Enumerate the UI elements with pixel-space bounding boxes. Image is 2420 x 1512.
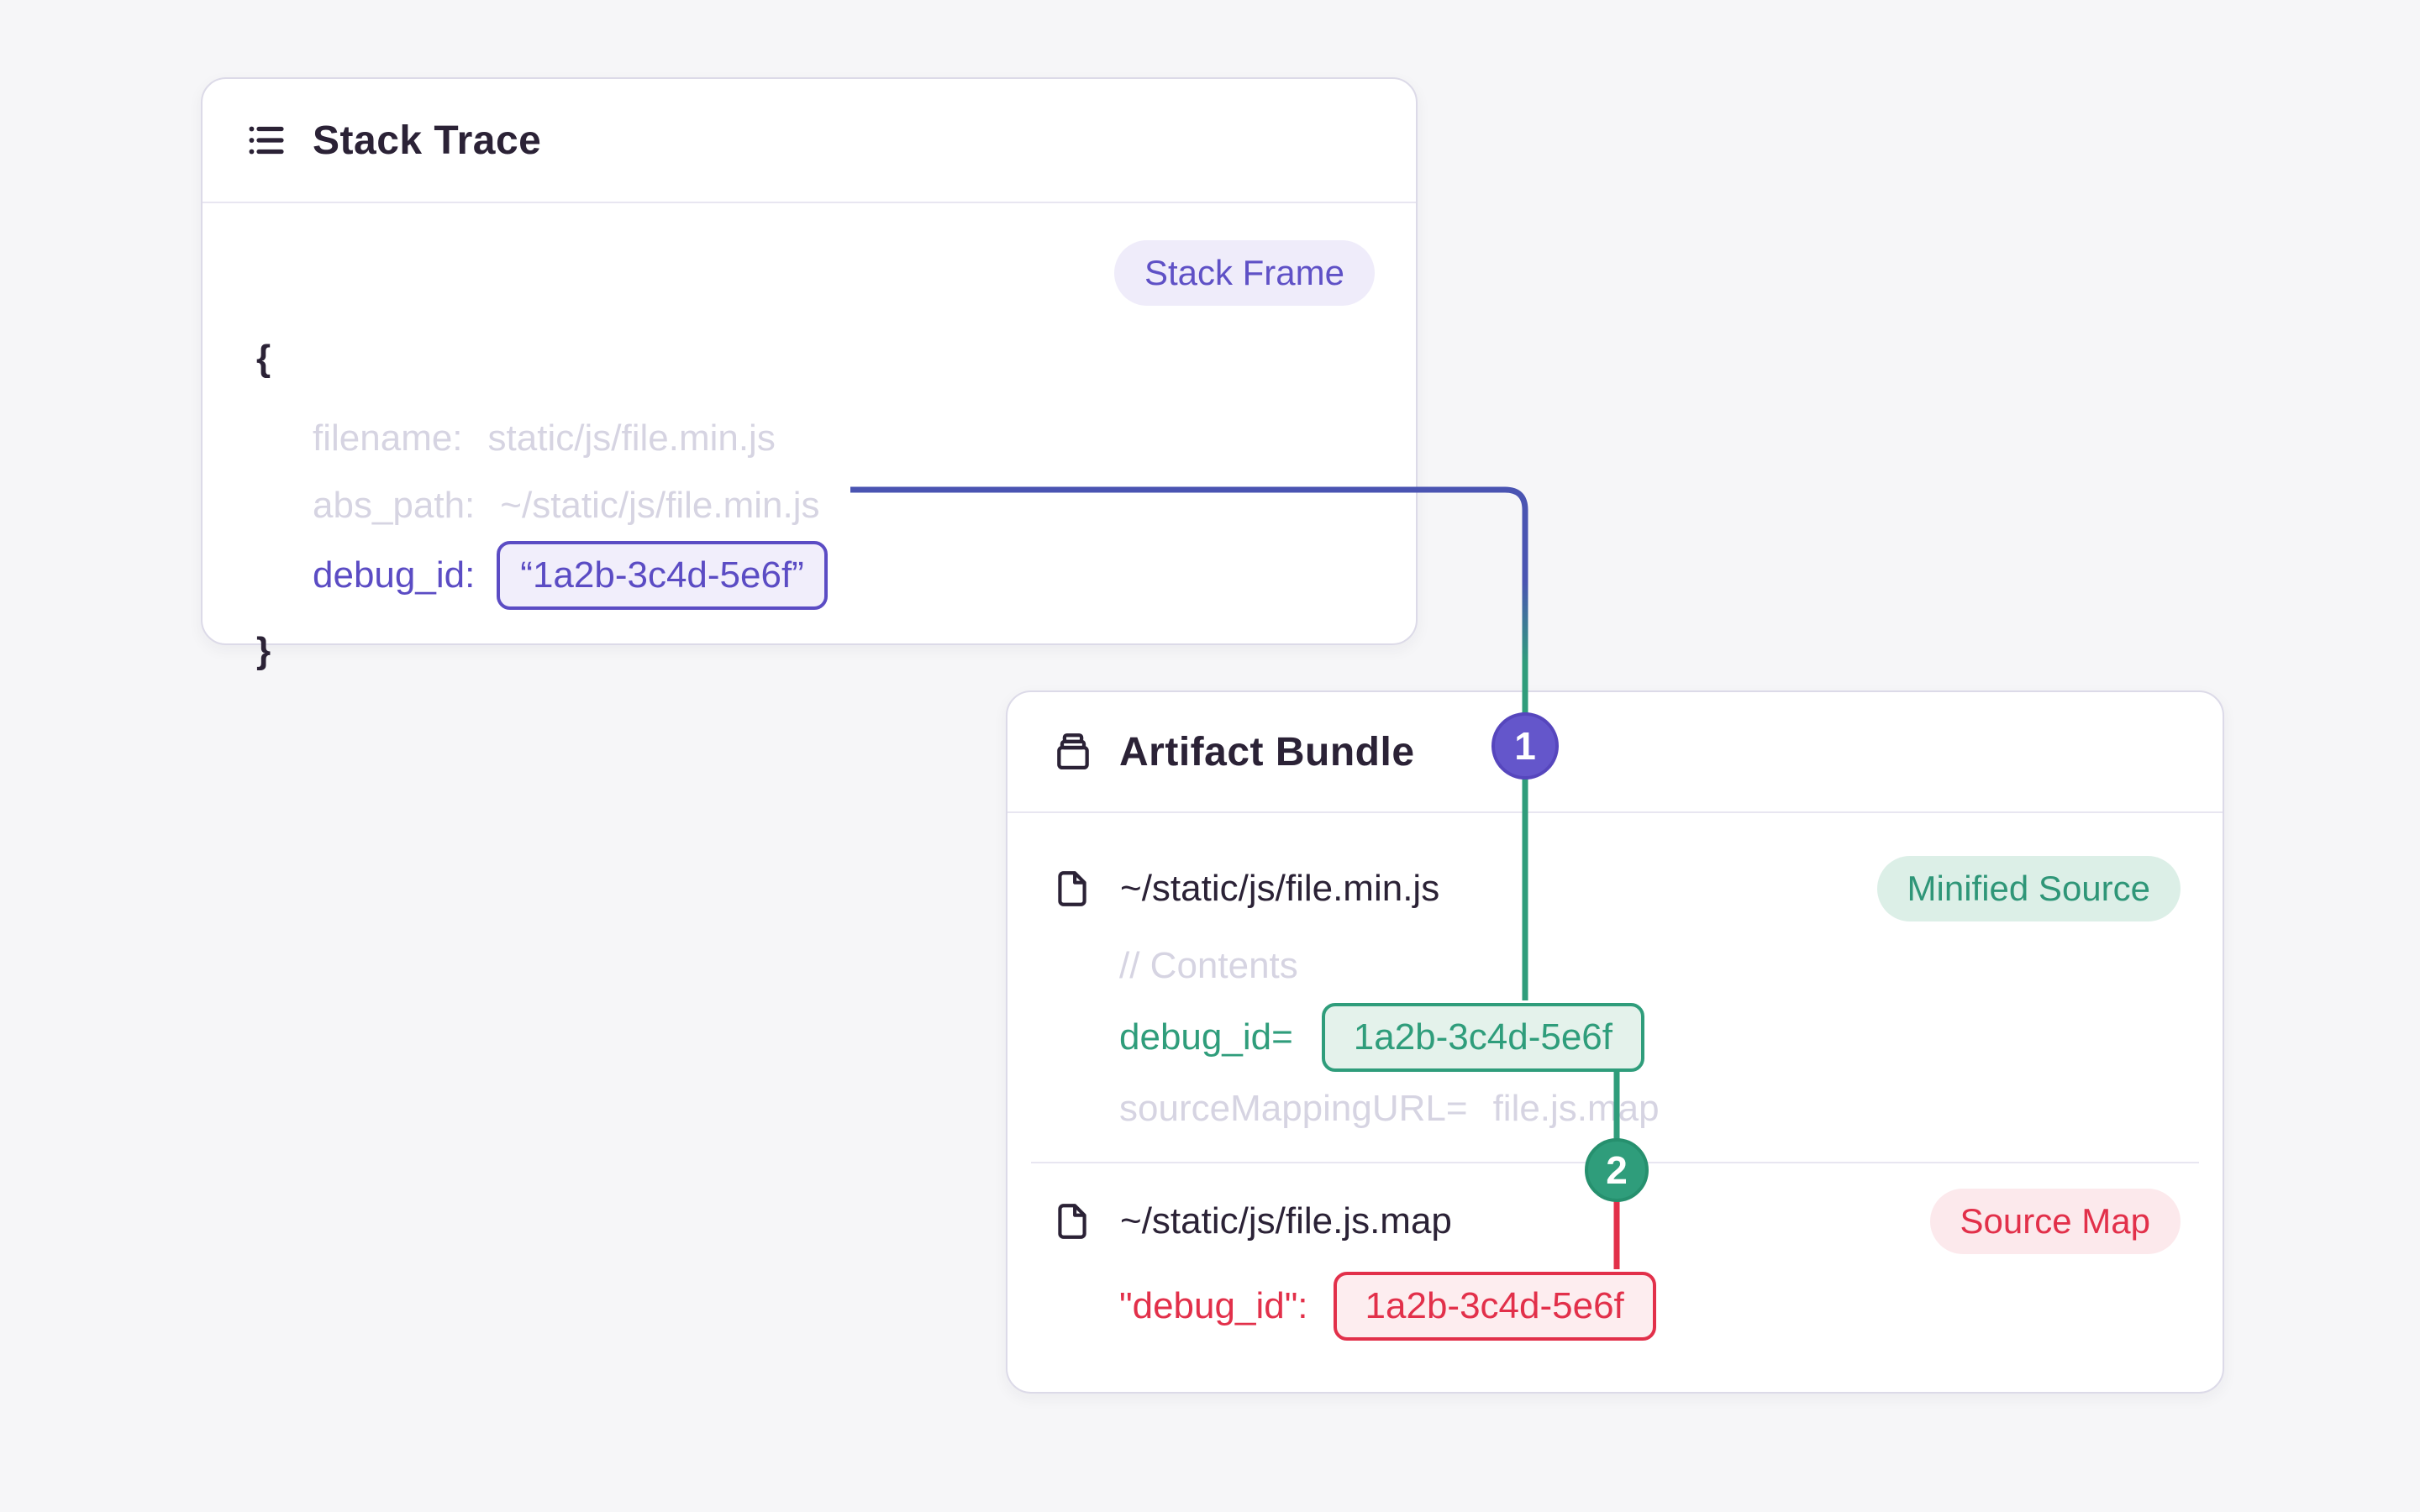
- file-icon: [1051, 868, 1093, 910]
- abs-path-value: ~/static/js/file.min.js: [500, 485, 820, 526]
- filename-line: filename: static/js/file.min.js: [313, 417, 776, 460]
- step-1-marker: 1: [1491, 712, 1559, 780]
- stack-trace-title: Stack Trace: [313, 118, 542, 163]
- filename-key: filename:: [313, 417, 463, 459]
- sourcemap-debug-id-line: "debug_id": 1a2b-3c4d-5e6f: [1119, 1272, 1656, 1341]
- minified-file-row: ~/static/js/file.min.js: [1051, 864, 1439, 914]
- bundle-debug-id-line: debug_id= 1a2b-3c4d-5e6f: [1119, 1003, 1645, 1072]
- debug-id-line: debug_id: “1a2b-3c4d-5e6f”: [313, 457, 828, 694]
- stack-trace-card: Stack Trace { Stack Frame filename: stat…: [201, 77, 1418, 671]
- archive-icon: [1050, 729, 1096, 774]
- sourcemap-file-row: ~/static/js/file.js.map: [1051, 1196, 1452, 1247]
- sourcemap-debug-id-key: "debug_id":: [1119, 1285, 1308, 1326]
- stack-frame-badge: Stack Frame: [1113, 240, 1375, 306]
- artifact-bundle-title: Artifact Bundle: [1119, 729, 1415, 774]
- source-mapping-line: sourceMappingURL= file.js.map: [1119, 1087, 1660, 1131]
- minified-source-badge: Minified Source: [1876, 856, 2181, 921]
- artifact-bundle-card: Artifact Bundle ~/static/js/file.min.js …: [1006, 690, 2224, 1394]
- debug-id-value-box: “1a2b-3c4d-5e6f”: [497, 541, 828, 610]
- source-mapping-key: sourceMappingURL=: [1119, 1088, 1468, 1129]
- step-2-marker: 2: [1585, 1138, 1649, 1202]
- stack-trace-header: Stack Trace: [203, 79, 1416, 203]
- bundle-debug-id-value-box: 1a2b-3c4d-5e6f: [1321, 1003, 1645, 1072]
- sourcemap-debug-id-value-box: 1a2b-3c4d-5e6f: [1333, 1272, 1656, 1341]
- minified-file-path: ~/static/js/file.min.js: [1120, 868, 1440, 909]
- artifact-bundle-header: Artifact Bundle: [1007, 692, 2223, 813]
- close-brace: }: [256, 630, 271, 671]
- sourcemap-file-path: ~/static/js/file.js.map: [1120, 1200, 1452, 1242]
- open-brace: {: [256, 338, 271, 379]
- source-mapping-value: file.js.map: [1492, 1088, 1660, 1129]
- source-map-badge: Source Map: [1929, 1189, 2181, 1254]
- contents-comment: // Contents: [1119, 942, 1298, 990]
- filename-value: static/js/file.min.js: [487, 417, 776, 459]
- list-icon: [244, 118, 289, 163]
- bundle-debug-id-key: debug_id=: [1119, 1016, 1293, 1058]
- abs-path-key: abs_path:: [313, 485, 476, 526]
- file-icon: [1051, 1200, 1093, 1242]
- debug-id-key: debug_id:: [313, 554, 476, 596]
- contents-comment-text: // Contents: [1119, 945, 1298, 986]
- abs-path-line: abs_path: ~/static/js/file.min.js: [313, 484, 820, 528]
